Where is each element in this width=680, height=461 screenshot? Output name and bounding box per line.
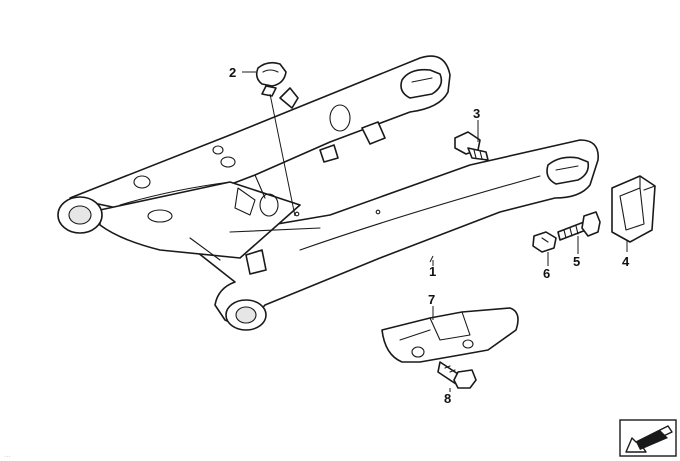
callout-4: 4 [622,254,630,269]
leader-line-1-b [429,255,434,263]
swing-arm-part-1[interactable] [57,55,599,331]
callout-6: 6 [543,266,550,281]
nut-part-6[interactable] [532,231,557,253]
bolt-part-8[interactable] [437,361,477,389]
callout-1: 1 [429,264,436,279]
callout-3: 3 [473,106,480,121]
chain-guard-part-7[interactable] [381,307,519,363]
stud-part-3[interactable] [454,131,489,161]
watermark-text: ... [4,450,11,459]
callout-2: 2 [229,65,236,80]
arrow-down-left-icon[interactable] [619,419,677,457]
bolt-part-5[interactable] [557,211,601,241]
callout-8: 8 [444,391,451,406]
callout-7: 7 [428,292,435,307]
callout-5: 5 [573,254,580,269]
rubber-block-part-4[interactable] [611,175,656,243]
leader-line-2-b [269,93,296,217]
clip-part-2[interactable] [255,61,287,97]
